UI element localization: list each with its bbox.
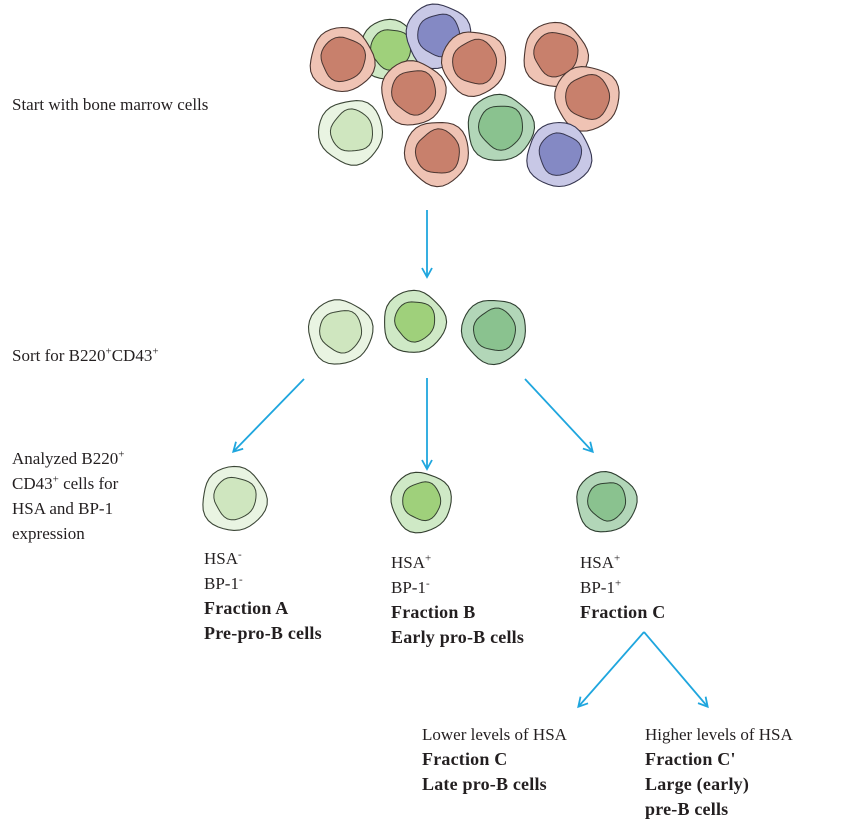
sorted-cell-brightgreen xyxy=(384,289,448,353)
fraction-b-hsa: HSA+ xyxy=(391,550,524,575)
fraction-a-cell-nucleus xyxy=(213,476,257,521)
marrow-cell-salmon xyxy=(403,122,469,188)
fraction-c-bp1-sup: + xyxy=(614,577,622,590)
marrow-cell-salmon-nucleus xyxy=(565,73,611,121)
analyzed-line-3: HSA and BP-1 xyxy=(12,499,114,518)
fraction-a-name: Fraction A xyxy=(204,598,289,618)
fraction-b-bp1-sup: - xyxy=(425,577,430,590)
analyzed-line-2-sup: + xyxy=(52,473,59,486)
analyzed-line-2-text: CD43 xyxy=(12,474,53,493)
sort-label-sup1: + xyxy=(105,345,112,358)
sort-label: Sort for B220+CD43+ xyxy=(12,343,159,368)
arrow-to-fraction-c xyxy=(524,378,594,454)
fraction-b-hsa-text: HSA xyxy=(391,553,426,572)
sorted-cell-lightgreen-nucleus xyxy=(319,310,363,354)
fraction-a-block: HSA- BP-1- Fraction A Pre-pro-B cells xyxy=(204,546,322,646)
marrow-cell-salmon-nucleus xyxy=(452,38,498,85)
marrow-cell-salmon xyxy=(440,31,507,97)
analyzed-line-1-text: Analyzed B220 xyxy=(12,449,119,468)
arrow-to-fraction-a xyxy=(232,378,305,454)
analyzed-line-1: Analyzed B220+ xyxy=(12,446,124,471)
fraction-a-bp1-text: BP-1 xyxy=(204,574,239,593)
start-label: Start with bone marrow cells xyxy=(12,95,209,114)
fraction-c-low-level: Lower levels of HSA xyxy=(422,725,567,744)
marrow-cell-mint-nucleus xyxy=(477,105,524,151)
marrow-cell-blue-nucleus xyxy=(538,132,583,176)
marrow-cell-salmon xyxy=(554,66,620,132)
fraction-b-hsa-sup: + xyxy=(425,552,432,565)
marrow-cell-salmon-nucleus xyxy=(391,70,437,116)
fraction-c-hsa: HSA+ xyxy=(580,550,665,575)
fraction-c-high-block: Higher levels of HSA Fraction C' Large (… xyxy=(645,722,793,822)
analyzed-label: Analyzed B220+ CD43+ cells for HSA and B… xyxy=(12,446,124,546)
fraction-b-bp1: BP-1- xyxy=(391,575,524,600)
fraction-c-low-name: Fraction C xyxy=(422,749,508,769)
analyzed-line-2: CD43+ cells for xyxy=(12,471,124,496)
marrow-cell-salmon-nucleus xyxy=(414,128,460,174)
sorted-cell-mint xyxy=(460,299,526,366)
analyzed-line-1-sup: + xyxy=(118,448,125,461)
fraction-a-hsa-text: HSA xyxy=(204,549,239,568)
fraction-b-cell xyxy=(390,471,452,534)
fraction-c-low-desc: Late pro-B cells xyxy=(422,774,547,794)
fraction-a-bp1-sup: - xyxy=(238,573,243,586)
fraction-c-hsa-text: HSA xyxy=(580,553,615,572)
analyzed-line-2-rest: cells for xyxy=(58,474,119,493)
marrow-cell-lightgreen xyxy=(317,100,384,166)
marrow-cell-salmon xyxy=(309,26,376,93)
fraction-a-hsa-sup: - xyxy=(238,548,242,561)
marrow-cell-mint xyxy=(467,93,536,161)
fraction-b-block: HSA+ BP-1- Fraction B Early pro-B cells xyxy=(391,550,524,650)
fraction-c-hsa-sup: + xyxy=(614,552,621,565)
sort-label-sup2: + xyxy=(152,345,159,358)
marrow-cell-salmon xyxy=(381,60,447,126)
fraction-c-high-name: Fraction C' xyxy=(645,749,736,769)
fraction-c-bp1-text: BP-1 xyxy=(580,578,615,597)
fraction-a-bp1: BP-1- xyxy=(204,571,322,596)
fraction-b-desc: Early pro-B cells xyxy=(391,627,525,647)
sort-label-text: Sort for B220 xyxy=(12,346,106,365)
fraction-c-high-level: Higher levels of HSA xyxy=(645,725,793,744)
arrow-to-fraction-c-high xyxy=(643,631,709,709)
fraction-c-low-block: Lower levels of HSA Fraction C Late pro-… xyxy=(422,722,567,797)
marrow-cell-lightgreen-nucleus xyxy=(329,108,374,152)
sort-label-mid: CD43 xyxy=(111,346,153,365)
sorted-cell-mint-nucleus xyxy=(472,307,517,352)
analyzed-line-4: expression xyxy=(12,524,85,543)
fraction-a-desc: Pre-pro-B cells xyxy=(204,623,322,643)
fraction-a-hsa: HSA- xyxy=(204,546,322,571)
fraction-c-bp1: BP-1+ xyxy=(580,575,665,600)
fraction-a-cell xyxy=(202,465,268,531)
sorted-cell-lightgreen xyxy=(307,299,374,365)
arrow-to-fraction-c-low xyxy=(577,631,645,709)
fraction-c-high-desc1: Large (early) xyxy=(645,774,750,794)
sorted-cell-brightgreen-nucleus xyxy=(394,301,436,343)
fraction-b-cell-nucleus xyxy=(402,481,442,522)
fraction-c-block: HSA+ BP-1+ Fraction C xyxy=(580,550,665,625)
fraction-b-name: Fraction B xyxy=(391,602,476,622)
fraction-c-cell-nucleus xyxy=(587,482,627,522)
fraction-c-high-desc2: pre-B cells xyxy=(645,799,729,819)
marrow-cell-salmon-nucleus xyxy=(320,36,367,83)
marrow-cell-blue xyxy=(526,121,593,188)
fraction-b-bp1-text: BP-1 xyxy=(391,578,426,597)
fraction-c-cell xyxy=(576,471,638,533)
fraction-c-name: Fraction C xyxy=(580,602,666,622)
